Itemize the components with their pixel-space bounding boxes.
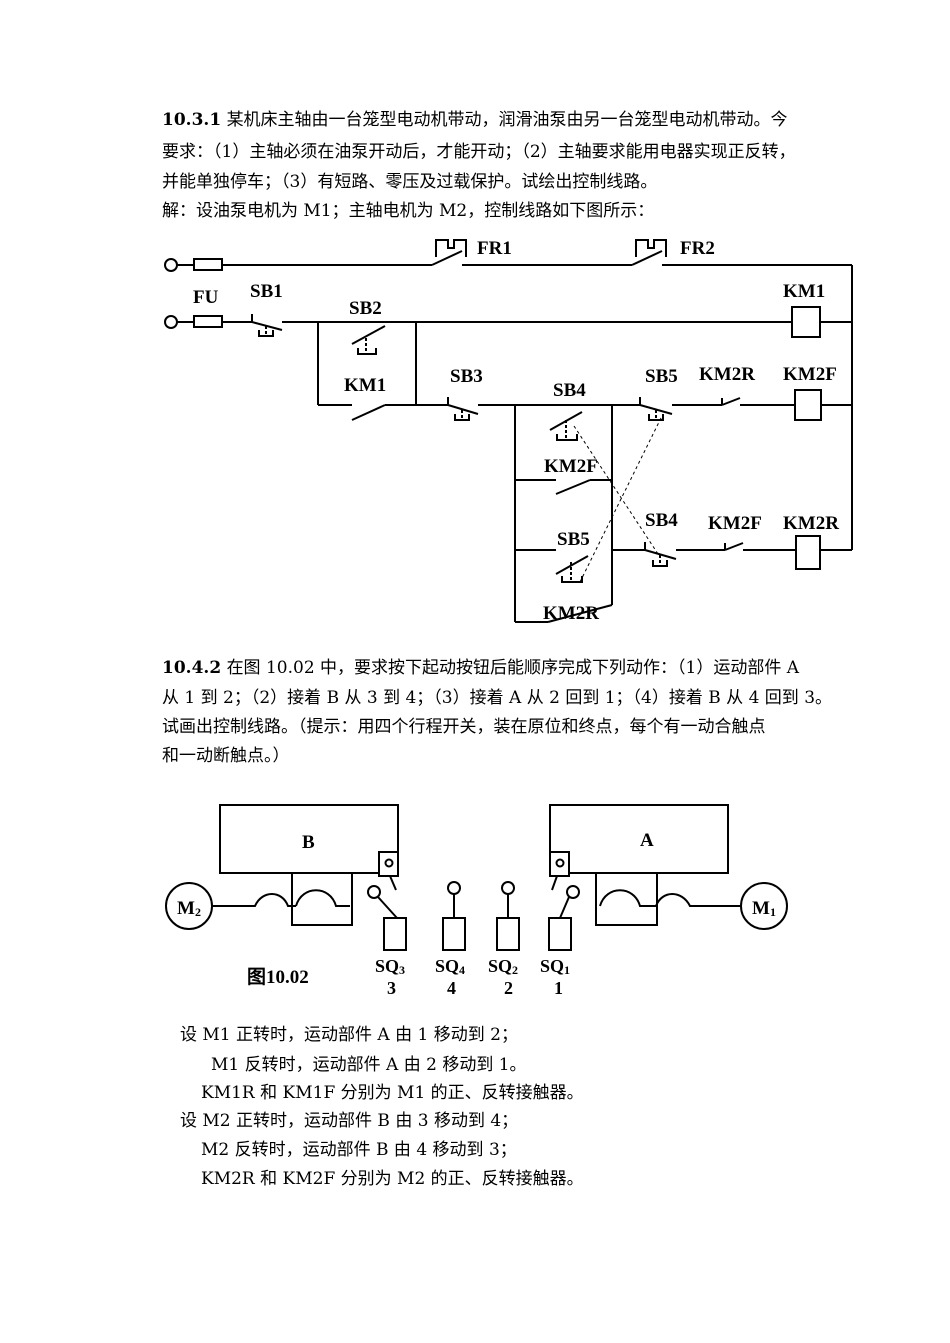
label-sb4-bottom: SB4 [645, 510, 678, 531]
label-km2r-coil: KM2R [783, 513, 839, 534]
problem2-number: 10.4.2 [162, 658, 222, 678]
label-sb5-top: SB5 [645, 366, 678, 387]
problem1-solution: 解：设油泵电机为 M1；主轴电机为 M2，控制线路如下图所示： [162, 201, 655, 221]
problem1-text-1: 某机床主轴由一台笼型电动机带动，润滑油泵由另一台笼型电动机带动。今 [226, 110, 788, 130]
sq3-position: 3 [387, 978, 396, 998]
sq4-label: SQ4 [435, 956, 465, 977]
sq3-label: SQ3 [375, 956, 405, 977]
answer-line-5: M2 反转时，运动部件 B 由 4 移动到 3； [201, 1140, 517, 1160]
answer-line-6: KM2R 和 KM2F 分别为 M2 的正、反转接触器。 [201, 1169, 584, 1189]
figure-caption: 图10.02 [247, 966, 309, 988]
motor-m1-label: M1 [752, 898, 776, 919]
label-km1-contact: KM1 [344, 375, 386, 396]
answer-line-1: 设 M1 正转时，运动部件 A 由 1 移动到 2； [180, 1025, 518, 1045]
problem1-line1: 10.3.1 某机床主轴由一台笼型电动机带动，润滑油泵由另一台笼型电动机带动。今 [162, 105, 862, 130]
problem2-line2: 从 1 到 2；（2）接着 B 从 3 到 4；（3）接着 A 从 2 回到 1… [162, 688, 833, 708]
label-fr2: FR2 [680, 238, 715, 259]
label-sb5-bottom: SB5 [557, 529, 590, 550]
sq1-position: 1 [554, 978, 563, 998]
label-km2f-contact: KM2F [544, 456, 598, 477]
answer-line-2: M1 反转时，运动部件 A 由 2 移动到 1。 [211, 1055, 527, 1075]
problem1-line3: 并能单独停车；（3）有短路、零压及过载保护。试绘出控制线路。 [162, 172, 658, 192]
answer-line-3: KM1R 和 KM1F 分别为 M1 的正、反转接触器。 [201, 1083, 584, 1103]
problem2-line1: 10.4.2 在图 10.02 中，要求按下起动按钮后能顺序完成下列动作：（1）… [162, 653, 862, 678]
problem1-number: 10.3.1 [162, 110, 222, 130]
problem2-text-1: 在图 10.02 中，要求按下起动按钮后能顺序完成下列动作：（1）运动部件 A [226, 658, 800, 678]
problem2-line3: 试画出控制线路。（提示：用四个行程开关，装在原位和终点，每个有一动合触点 [162, 717, 766, 737]
label-sb1: SB1 [250, 281, 283, 302]
label-km1-coil: KM1 [783, 281, 825, 302]
label-km2f-nc: KM2F [708, 513, 762, 534]
sq1-label: SQ1 [540, 956, 570, 977]
figure-10-02: B A M2 M1 图10.02 SQ3 3 SQ4 4 SQ2 2 SQ1 1 [165, 804, 788, 998]
label-fr1: FR1 [477, 238, 512, 259]
label-km2r-contact: KM2R [543, 603, 599, 624]
block-a-label: A [640, 830, 654, 851]
answer-line-4: 设 M2 正转时，运动部件 B 由 3 移动到 4； [180, 1111, 519, 1131]
label-km2f-coil: KM2F [783, 364, 837, 385]
sq4-position: 4 [447, 978, 456, 998]
control-circuit-diagram: FR1 FR2 FU SB1 SB2 KM1 KM1 SB3 SB4 SB5 K… [164, 238, 853, 624]
problem2-line4: 和一动断触点。） [162, 746, 290, 766]
label-sb3: SB3 [450, 366, 483, 387]
label-sb4-top: SB4 [553, 380, 586, 401]
block-b-label: B [302, 832, 315, 853]
sq2-label: SQ2 [488, 956, 518, 977]
problem1-line2: 要求：（1）主轴必须在油泵开动后，才能开动；（2）主轴要求能用电器实现正反转， [162, 142, 796, 162]
sq2-position: 2 [504, 978, 513, 998]
motor-m2-label: M2 [177, 898, 201, 919]
label-km2r-nc: KM2R [699, 364, 755, 385]
label-sb2: SB2 [349, 298, 382, 319]
label-fu: FU [193, 287, 219, 308]
